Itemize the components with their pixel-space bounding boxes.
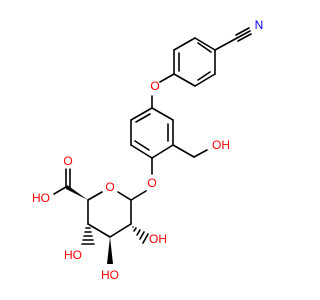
cyanophenyl-ring (173, 37, 216, 87)
ether-oxygen-label: O (150, 79, 159, 93)
c3-ho-label: HO (101, 268, 119, 282)
glycosidic-linkage: O (130, 157, 157, 201)
hash-bond (136, 229, 141, 236)
ether-linkage: O (150, 73, 175, 109)
ring-bond (151, 107, 174, 121)
acid-oh-bond (53, 186, 67, 195)
ring-double-bond (197, 42, 212, 53)
ring-bond (130, 107, 153, 121)
c2-oh-label: OH (149, 232, 167, 246)
carboxylic-acid-group: O HO (32, 154, 88, 205)
ring-bond (87, 223, 111, 238)
molecule-structure: N O OH O (32, 18, 264, 282)
ring-bond (194, 73, 216, 87)
ether-bond (159, 73, 175, 83)
c2-hydroxyl-group: OH (132, 226, 167, 246)
ring-bond (151, 144, 174, 159)
anomeric-o-bond (130, 190, 147, 201)
glycosidic-oxygen-label: O (147, 176, 156, 190)
ring-bond (109, 223, 132, 238)
wedge-bond (66, 185, 88, 200)
ring-bond (173, 73, 196, 87)
ring-double-bond (135, 113, 151, 123)
hydroxymethyl-group: OH (172, 138, 230, 158)
ring-oxygen-label: O (105, 180, 114, 194)
ring-bond (87, 191, 103, 201)
ring-bond (194, 37, 216, 51)
carbonyl-oxygen-label: O (63, 154, 72, 168)
ring-double-bond (134, 140, 150, 151)
hash-bond (133, 227, 137, 232)
carboxyl-ho-label: HO (32, 191, 50, 205)
hash-bond (139, 231, 145, 240)
triple-bond-line (236, 30, 251, 39)
wedge-bond (107, 237, 113, 264)
ring-bond (130, 144, 153, 159)
hydroxymethyl-oh-label: OH (212, 138, 230, 152)
ring-bond (173, 37, 196, 51)
triple-bond-line (237, 33, 252, 42)
glucuronide-ring: O (87, 180, 132, 238)
c4-hydroxyl-group: HO (64, 227, 95, 262)
ch2-oh-bond (193, 149, 208, 158)
c3-hydroxyl-group: HO (101, 237, 119, 282)
ch2-bond (172, 144, 195, 158)
nitrogen-label: N (255, 18, 264, 32)
nitrile-group: N (214, 18, 264, 51)
structure-canvas: N O OH O (32, 18, 264, 283)
central-benzene-ring (130, 107, 174, 159)
ring-bond (117, 191, 132, 201)
ring-double-bond (197, 71, 211, 81)
nitrile-c-bond (214, 37, 238, 51)
hash-bond (142, 233, 149, 244)
triple-bond-line (235, 27, 250, 36)
c4-ho-label: HO (64, 248, 82, 262)
